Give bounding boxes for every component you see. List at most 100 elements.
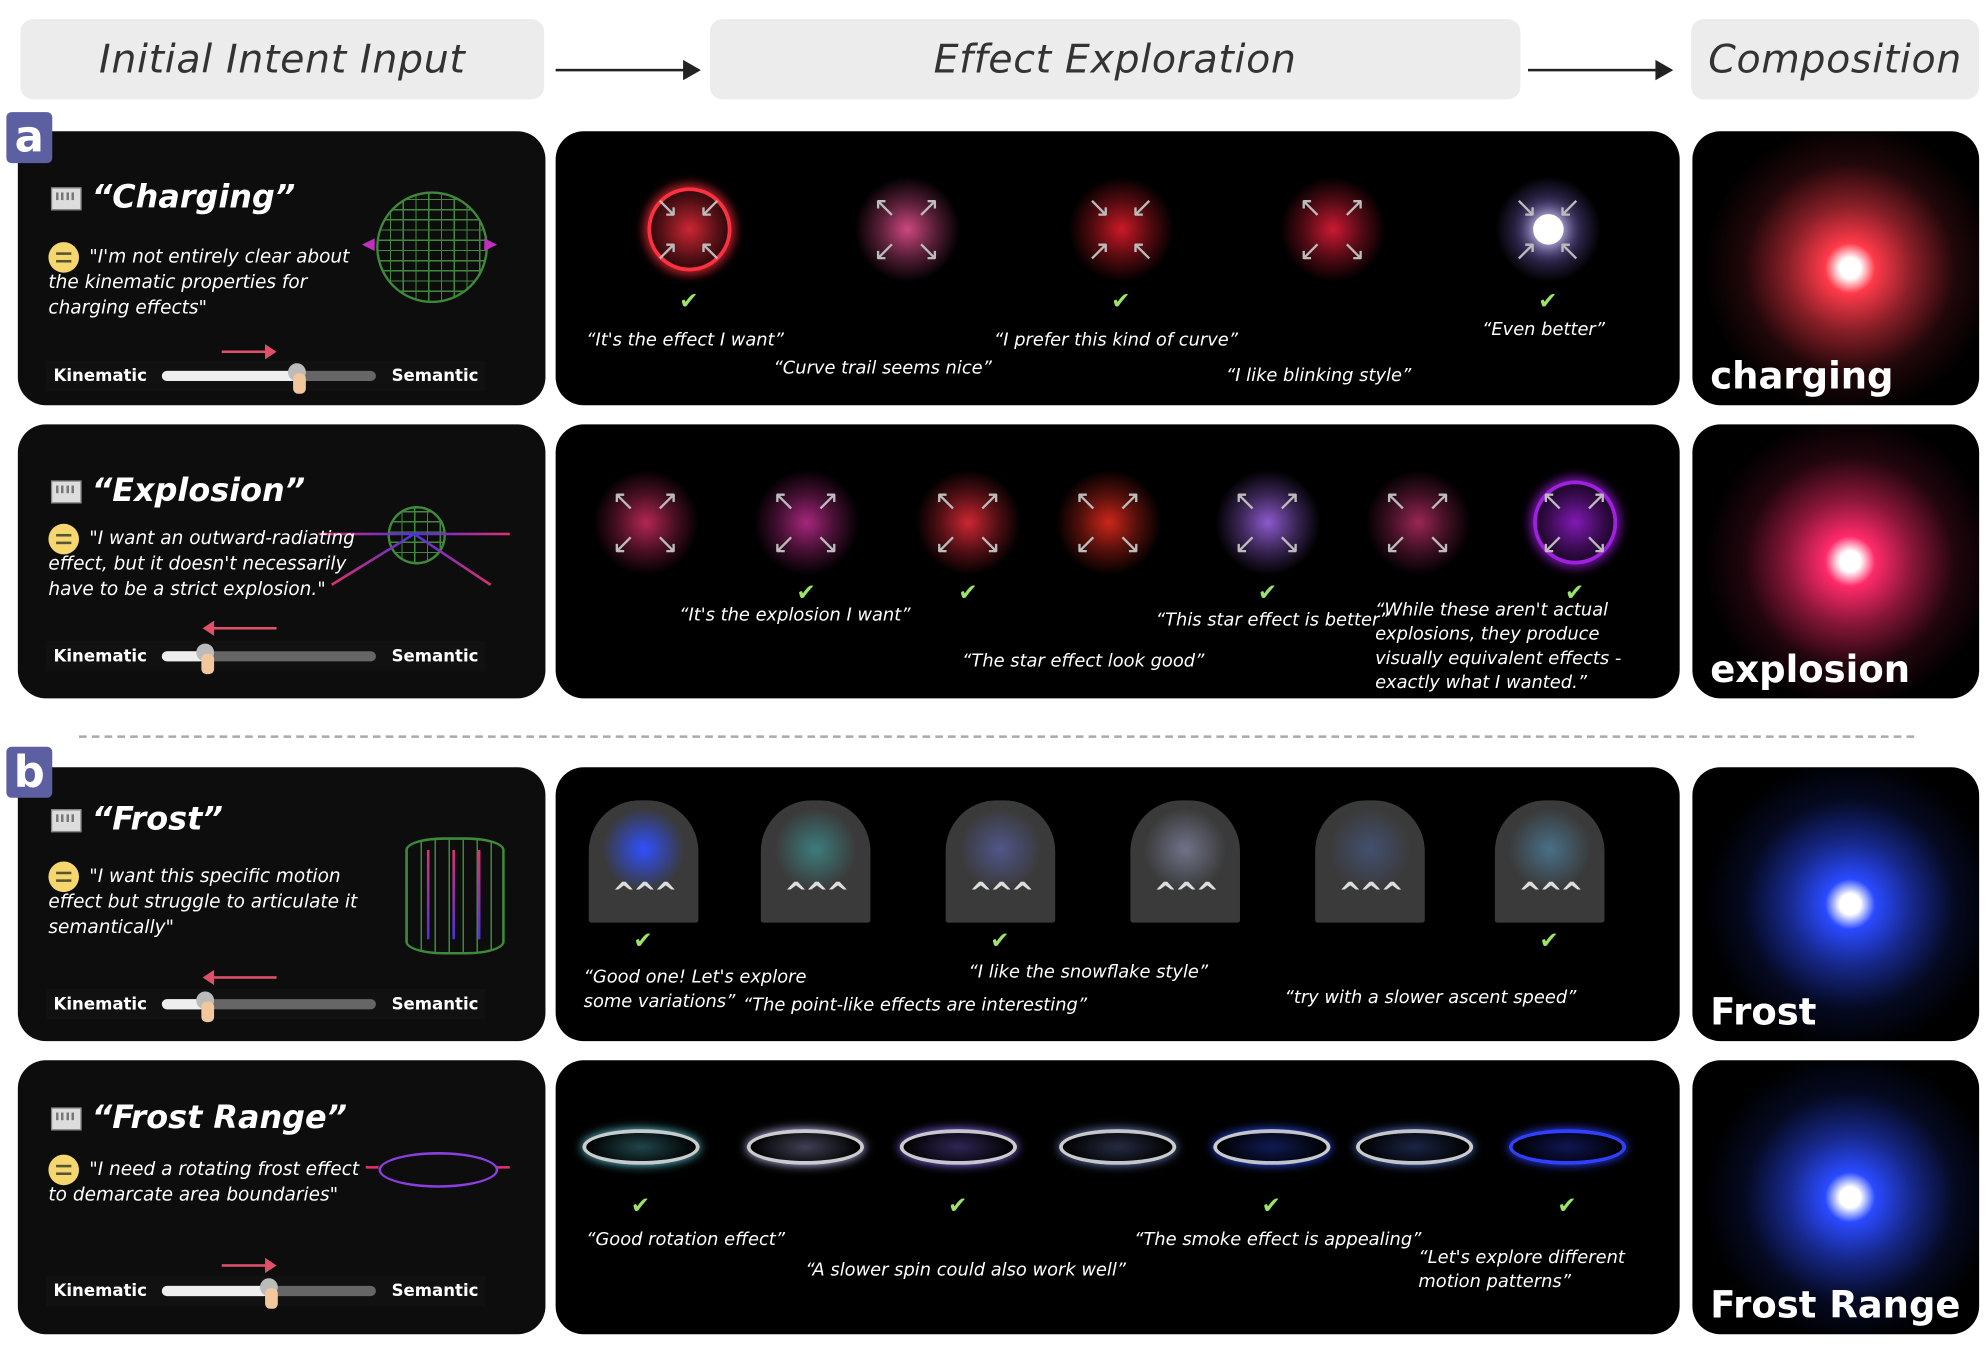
effect-thumbnail[interactable]: ^^^ xyxy=(1315,800,1425,923)
motion-arrow-icon: ↘ xyxy=(655,192,679,225)
motion-arrow-icon: ↖ xyxy=(698,235,722,268)
feedback-quote: “It's the explosion I want” xyxy=(679,605,911,626)
motion-arrow-icon: ↗ xyxy=(1117,485,1142,518)
effect-thumbnail[interactable] xyxy=(577,1121,705,1173)
motion-arrow-icon: ↗ xyxy=(815,485,840,518)
effect-thumbnail[interactable]: ↖↗↙↘ xyxy=(1210,465,1326,580)
effect-thumbnail[interactable]: ↖↗↙↘ xyxy=(1051,465,1167,580)
effect-thumbnail[interactable] xyxy=(1053,1121,1182,1173)
effect-thumbnail[interactable] xyxy=(1350,1121,1479,1173)
hand-pointer-icon xyxy=(265,1288,279,1309)
effect-glow xyxy=(894,1121,1023,1173)
slider-track[interactable] xyxy=(162,643,377,675)
effect-thumbnail[interactable]: ↖↗↙↘ xyxy=(1517,465,1633,580)
effect-thumbnail[interactable] xyxy=(741,1121,870,1173)
motion-preview-ring xyxy=(378,1152,499,1188)
motion-arrow-icon: ↖ xyxy=(1074,485,1098,518)
effect-thumbnail[interactable]: ↘↙↗↖ xyxy=(1064,172,1179,287)
effect-glow xyxy=(1130,800,1240,923)
effect-thumbnail[interactable]: ↖↗↙↘ xyxy=(1275,172,1391,287)
effect-thumbnail[interactable]: ↘↙↗↖ xyxy=(632,172,747,287)
motion-arrow-icon: ↖ xyxy=(611,485,636,518)
effect-glow xyxy=(588,800,699,923)
effect-glow xyxy=(945,800,1056,923)
motion-arrow-icon: ↘ xyxy=(1117,528,1142,561)
motion-vector-arrow xyxy=(414,532,510,536)
slider-track[interactable] xyxy=(162,363,377,394)
stage-header-exploration: Effect Exploration xyxy=(709,19,1521,100)
slider-track[interactable] xyxy=(162,991,377,1023)
effect-thumbnail[interactable]: ^^^ xyxy=(588,800,699,923)
effect-ring xyxy=(1508,1129,1627,1165)
effect-title: “Charging” xyxy=(50,178,296,216)
thinking-face-icon xyxy=(48,242,80,273)
intent-panel: “Frost”"I want this specific motion effe… xyxy=(17,767,546,1042)
motion-arrow-icon: ↙ xyxy=(872,235,897,268)
motion-arrow-icon: ↖ xyxy=(1233,485,1258,518)
check-icon: ✔ xyxy=(990,927,1010,955)
effect-thumbnail[interactable]: ↘↙↗↖ xyxy=(1491,172,1606,287)
effect-thumbnail[interactable]: ↖↗↙↘ xyxy=(850,172,965,287)
exploration-panel: ↖↗↙↘↖↗↙↘✔↖↗↙↘✔↖↗↙↘↖↗↙↘✔↖↗↙↘↖↗↙↘✔“It's th… xyxy=(555,424,1680,699)
motion-arrow-icon: ↙ xyxy=(1233,528,1258,561)
intent-panel: “Explosion”"I want an outward-radiating … xyxy=(17,424,546,699)
motion-arrow-icon: ↙ xyxy=(772,528,796,561)
effect-thumbnail[interactable] xyxy=(1503,1121,1632,1173)
effect-thumbnail[interactable]: ↖↗↙↘ xyxy=(911,465,1026,580)
slider-track[interactable] xyxy=(162,1278,377,1309)
stage-header-composition: Composition xyxy=(1691,19,1980,100)
motion-vector-arrow xyxy=(452,850,455,940)
motion-arrow-icon: ↗ xyxy=(916,192,940,225)
motion-arrow-icon: ↘ xyxy=(916,235,940,268)
effect-ring xyxy=(746,1129,865,1165)
effect-ring xyxy=(1533,480,1618,565)
effect-title: “Frost Range” xyxy=(50,1099,347,1135)
effect-glow xyxy=(1051,465,1167,580)
feedback-quote: “I like blinking style” xyxy=(1225,365,1412,387)
effect-thumbnail[interactable]: ↖↗↙↘ xyxy=(1361,465,1476,580)
composition-panel: Frost xyxy=(1692,767,1980,1042)
effect-thumbnail[interactable]: ↖↗↙↘ xyxy=(588,465,704,580)
motion-arrow-icon: ↗ xyxy=(1513,235,1538,268)
upward-chevrons-icon: ^^^ xyxy=(612,878,677,910)
section-divider xyxy=(79,735,1915,738)
upward-chevrons-icon: ^^^ xyxy=(1153,878,1219,910)
effect-thumbnail[interactable]: ^^^ xyxy=(945,800,1056,923)
slider-direction-arrow xyxy=(221,344,277,360)
motion-arrow-icon: ↙ xyxy=(1130,192,1154,225)
motion-arrow-icon: ↖ xyxy=(1298,192,1323,225)
effect-thumbnail[interactable] xyxy=(894,1121,1023,1173)
user-quote: "I need a rotating frost effect to demar… xyxy=(48,1159,360,1206)
motion-arrow-icon: ↘ xyxy=(1513,192,1538,225)
motion-arrow-icon: ↘ xyxy=(1341,235,1366,268)
composition-render xyxy=(1692,767,1980,1042)
motion-vector-arrow xyxy=(484,238,498,252)
effect-thumbnail[interactable]: ^^^ xyxy=(1130,800,1240,923)
composition-render xyxy=(1692,131,1980,406)
keyboard-icon xyxy=(50,809,82,833)
motion-preview-sphere xyxy=(375,191,489,304)
motion-arrow-icon: ↙ xyxy=(698,192,722,225)
keyboard-icon xyxy=(50,1107,82,1131)
hand-pointer-icon xyxy=(201,653,214,675)
effect-thumbnail[interactable]: ^^^ xyxy=(1494,800,1605,923)
effect-thumbnail[interactable]: ^^^ xyxy=(760,800,871,923)
effect-glow xyxy=(1210,465,1326,580)
check-icon: ✔ xyxy=(1538,288,1558,315)
effect-title-text: “Charging” xyxy=(91,178,296,216)
effect-title-text: “Explosion” xyxy=(91,471,306,509)
motion-vector-arrow xyxy=(365,1166,379,1169)
upward-chevrons-icon: ^^^ xyxy=(784,878,849,910)
hand-pointer-icon xyxy=(201,1001,214,1023)
feedback-quote: “It's the effect I want” xyxy=(586,330,784,351)
effect-thumbnail[interactable] xyxy=(1208,1121,1336,1173)
thinking-face-icon xyxy=(48,1154,80,1186)
effect-glow xyxy=(741,1121,870,1173)
effect-ring xyxy=(1059,1129,1177,1165)
effect-glow xyxy=(749,465,865,580)
effect-thumbnail[interactable]: ↖↗↙↘ xyxy=(749,465,865,580)
